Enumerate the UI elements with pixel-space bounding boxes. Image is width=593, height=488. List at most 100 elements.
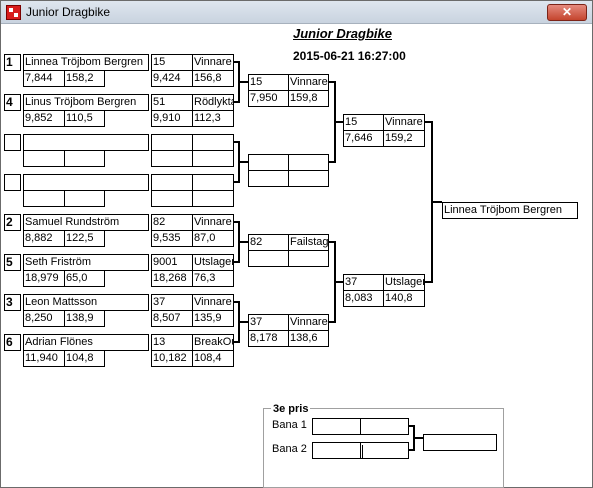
bracket-connector (433, 201, 442, 203)
speed-field[interactable] (64, 190, 105, 207)
rider-number-field[interactable]: 51 (151, 94, 193, 111)
rider-number-field[interactable]: 15 (151, 54, 193, 71)
rider-number-field[interactable] (151, 174, 193, 191)
time-field[interactable]: 8,178 (248, 330, 289, 347)
status-field[interactable]: Vinnare (383, 114, 425, 131)
lane-2-rider-field[interactable] (312, 442, 361, 459)
bracket-connector (240, 81, 248, 83)
speed-field[interactable] (288, 250, 329, 267)
status-field[interactable]: Vinnare (192, 294, 234, 311)
time-field[interactable]: 7,646 (343, 130, 384, 147)
time-field[interactable] (248, 250, 289, 267)
speed-field[interactable] (64, 150, 105, 167)
winner-name-field[interactable]: Linnea Tröjbom Bergren (442, 202, 578, 219)
time-field[interactable]: 10,182 (151, 350, 193, 367)
seed-number: 2 (4, 214, 21, 231)
bracket-connector (240, 161, 248, 163)
status-field[interactable]: BreakOut (192, 334, 234, 351)
speed-field[interactable]: 112,3 (192, 110, 234, 127)
speed-field[interactable]: 76,3 (192, 270, 234, 287)
status-field[interactable] (192, 134, 234, 151)
speed-field[interactable]: 108,4 (192, 350, 234, 367)
speed-field[interactable]: 65,0 (64, 270, 105, 287)
status-field[interactable] (192, 174, 234, 191)
speed-field[interactable]: 159,2 (383, 130, 425, 147)
status-field[interactable]: Rödlykta (192, 94, 234, 111)
time-field[interactable]: 9,424 (151, 70, 193, 87)
speed-field[interactable]: 87,0 (192, 230, 234, 247)
rider-number-field[interactable]: 9001 (151, 254, 193, 271)
time-field[interactable]: 9,535 (151, 230, 193, 247)
status-field[interactable]: Vinnare (288, 74, 329, 91)
time-field[interactable]: 8,250 (23, 310, 65, 327)
rider-number-field[interactable]: 82 (151, 214, 193, 231)
time-field[interactable] (151, 190, 193, 207)
time-field[interactable] (23, 150, 65, 167)
rider-name-field[interactable] (23, 134, 149, 151)
status-field[interactable]: Vinnare (192, 214, 234, 231)
time-field[interactable]: 7,844 (23, 70, 65, 87)
rider-name-field[interactable]: Adrian Flönes (23, 334, 149, 351)
seed-number: 3 (4, 294, 21, 311)
title-bar[interactable]: Junior Dragbike ✕ (1, 1, 592, 24)
time-field[interactable]: 8,083 (343, 290, 384, 307)
rider-number-field[interactable]: 37 (151, 294, 193, 311)
speed-field[interactable] (192, 150, 234, 167)
rider-number-field[interactable]: 37 (343, 274, 384, 291)
rider-name-field[interactable]: Linnea Tröjbom Bergren (23, 54, 149, 71)
rider-name-field[interactable]: Linus Tröjbom Bergren (23, 94, 149, 111)
lane-1-rider-field[interactable] (312, 418, 361, 435)
bracket-connector (234, 301, 240, 303)
time-field[interactable] (151, 150, 193, 167)
bracket-connector (409, 449, 415, 451)
rider-name-field[interactable]: Seth Friström (23, 254, 149, 271)
time-field[interactable]: 9,910 (151, 110, 193, 127)
bracket-connector (334, 241, 336, 323)
time-field[interactable]: 11,940 (23, 350, 65, 367)
close-button[interactable]: ✕ (547, 4, 587, 21)
status-field[interactable]: Vinnare (288, 314, 329, 331)
bracket-connector (238, 301, 240, 343)
speed-field[interactable]: 140,8 (383, 290, 425, 307)
status-field[interactable]: Utslagen (383, 274, 425, 291)
speed-field[interactable]: 159,8 (288, 90, 329, 107)
time-field[interactable]: 8,882 (23, 230, 65, 247)
speed-field[interactable]: 158,2 (64, 70, 105, 87)
rider-number-field[interactable]: 82 (248, 234, 289, 251)
seed-number: 6 (4, 334, 21, 351)
status-field[interactable]: Utslagen (192, 254, 234, 271)
status-field[interactable] (288, 154, 329, 171)
speed-field[interactable]: 156,8 (192, 70, 234, 87)
bracket-connector (234, 341, 240, 343)
time-field[interactable]: 18,268 (151, 270, 193, 287)
rider-name-field[interactable] (23, 174, 149, 191)
rider-number-field[interactable] (151, 134, 193, 151)
lane-2-result-field[interactable] (360, 442, 409, 459)
speed-field[interactable]: 110,5 (64, 110, 105, 127)
speed-field[interactable]: 122,5 (64, 230, 105, 247)
bracket-connector (425, 281, 433, 283)
time-field[interactable] (23, 190, 65, 207)
speed-field[interactable]: 138,9 (64, 310, 105, 327)
speed-field[interactable]: 138,6 (288, 330, 329, 347)
rider-number-field[interactable]: 13 (151, 334, 193, 351)
speed-field[interactable] (288, 170, 329, 187)
time-field[interactable] (248, 170, 289, 187)
time-field[interactable]: 9,852 (23, 110, 65, 127)
speed-field[interactable]: 104,8 (64, 350, 105, 367)
rider-number-field[interactable]: 37 (248, 314, 289, 331)
time-field[interactable]: 18,979 (23, 270, 65, 287)
rider-number-field[interactable]: 15 (248, 74, 289, 91)
speed-field[interactable]: 135,9 (192, 310, 234, 327)
speed-field[interactable] (192, 190, 234, 207)
rider-name-field[interactable]: Leon Mattsson (23, 294, 149, 311)
rider-name-field[interactable]: Samuel Rundström (23, 214, 149, 231)
rider-number-field[interactable]: 15 (343, 114, 384, 131)
status-field[interactable]: Vinnare (192, 54, 234, 71)
third-place-result-field[interactable] (423, 434, 497, 451)
time-field[interactable]: 8,507 (151, 310, 193, 327)
rider-number-field[interactable] (248, 154, 289, 171)
status-field[interactable]: Failstage (288, 234, 329, 251)
time-field[interactable]: 7,950 (248, 90, 289, 107)
lane-1-result-field[interactable] (360, 418, 409, 435)
